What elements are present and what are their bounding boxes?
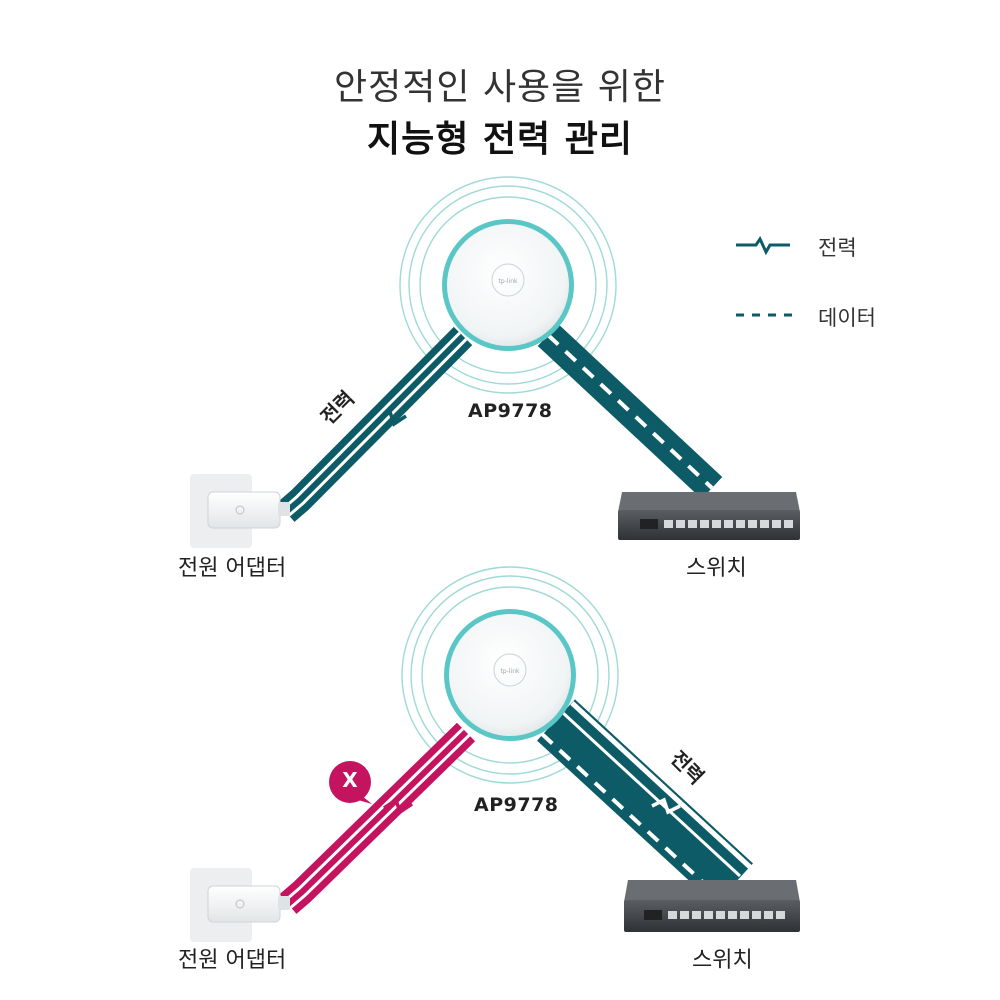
top-switch xyxy=(618,492,800,540)
bottom-ap-model-label: AP9778 xyxy=(474,794,559,816)
top-power-cable xyxy=(277,326,473,522)
bottom-switch-label: 스위치 xyxy=(692,948,753,973)
bottom-signal-rings xyxy=(401,566,619,784)
bottom-diagram: tp-link xyxy=(190,566,800,942)
top-ap-model-label: AP9778 xyxy=(468,400,553,422)
power-fail-x: X xyxy=(342,768,358,792)
top-diagram: tp-link xyxy=(190,176,800,548)
top-signal-rings xyxy=(399,176,617,394)
top-power-adapter xyxy=(190,474,290,548)
bottom-ap-device: tp-link xyxy=(444,609,576,741)
title-line-2: 지능형 전력 관리 xyxy=(367,119,633,160)
bottom-failed-power-cable xyxy=(279,722,476,914)
top-ap-device: tp-link xyxy=(442,219,574,351)
top-data-cable xyxy=(537,324,723,499)
power-fail-badge xyxy=(329,761,372,804)
bottom-poe-cable xyxy=(537,699,753,905)
legend-power-label: 전력 xyxy=(818,236,857,260)
bottom-power-adapter xyxy=(190,868,290,942)
bottom-adapter-label: 전원 어댑터 xyxy=(178,948,287,973)
bottom-switch xyxy=(624,880,800,932)
top-switch-label: 스위치 xyxy=(686,556,747,581)
title-line-1: 안정적인 사용을 위한 xyxy=(334,67,666,108)
legend-data-label: 데이터 xyxy=(818,306,876,330)
top-adapter-label: 전원 어댑터 xyxy=(178,556,287,581)
legend-power-symbol xyxy=(736,235,790,256)
svg-text:tp-link: tp-link xyxy=(501,668,520,675)
svg-text:tp-link: tp-link xyxy=(499,278,518,285)
